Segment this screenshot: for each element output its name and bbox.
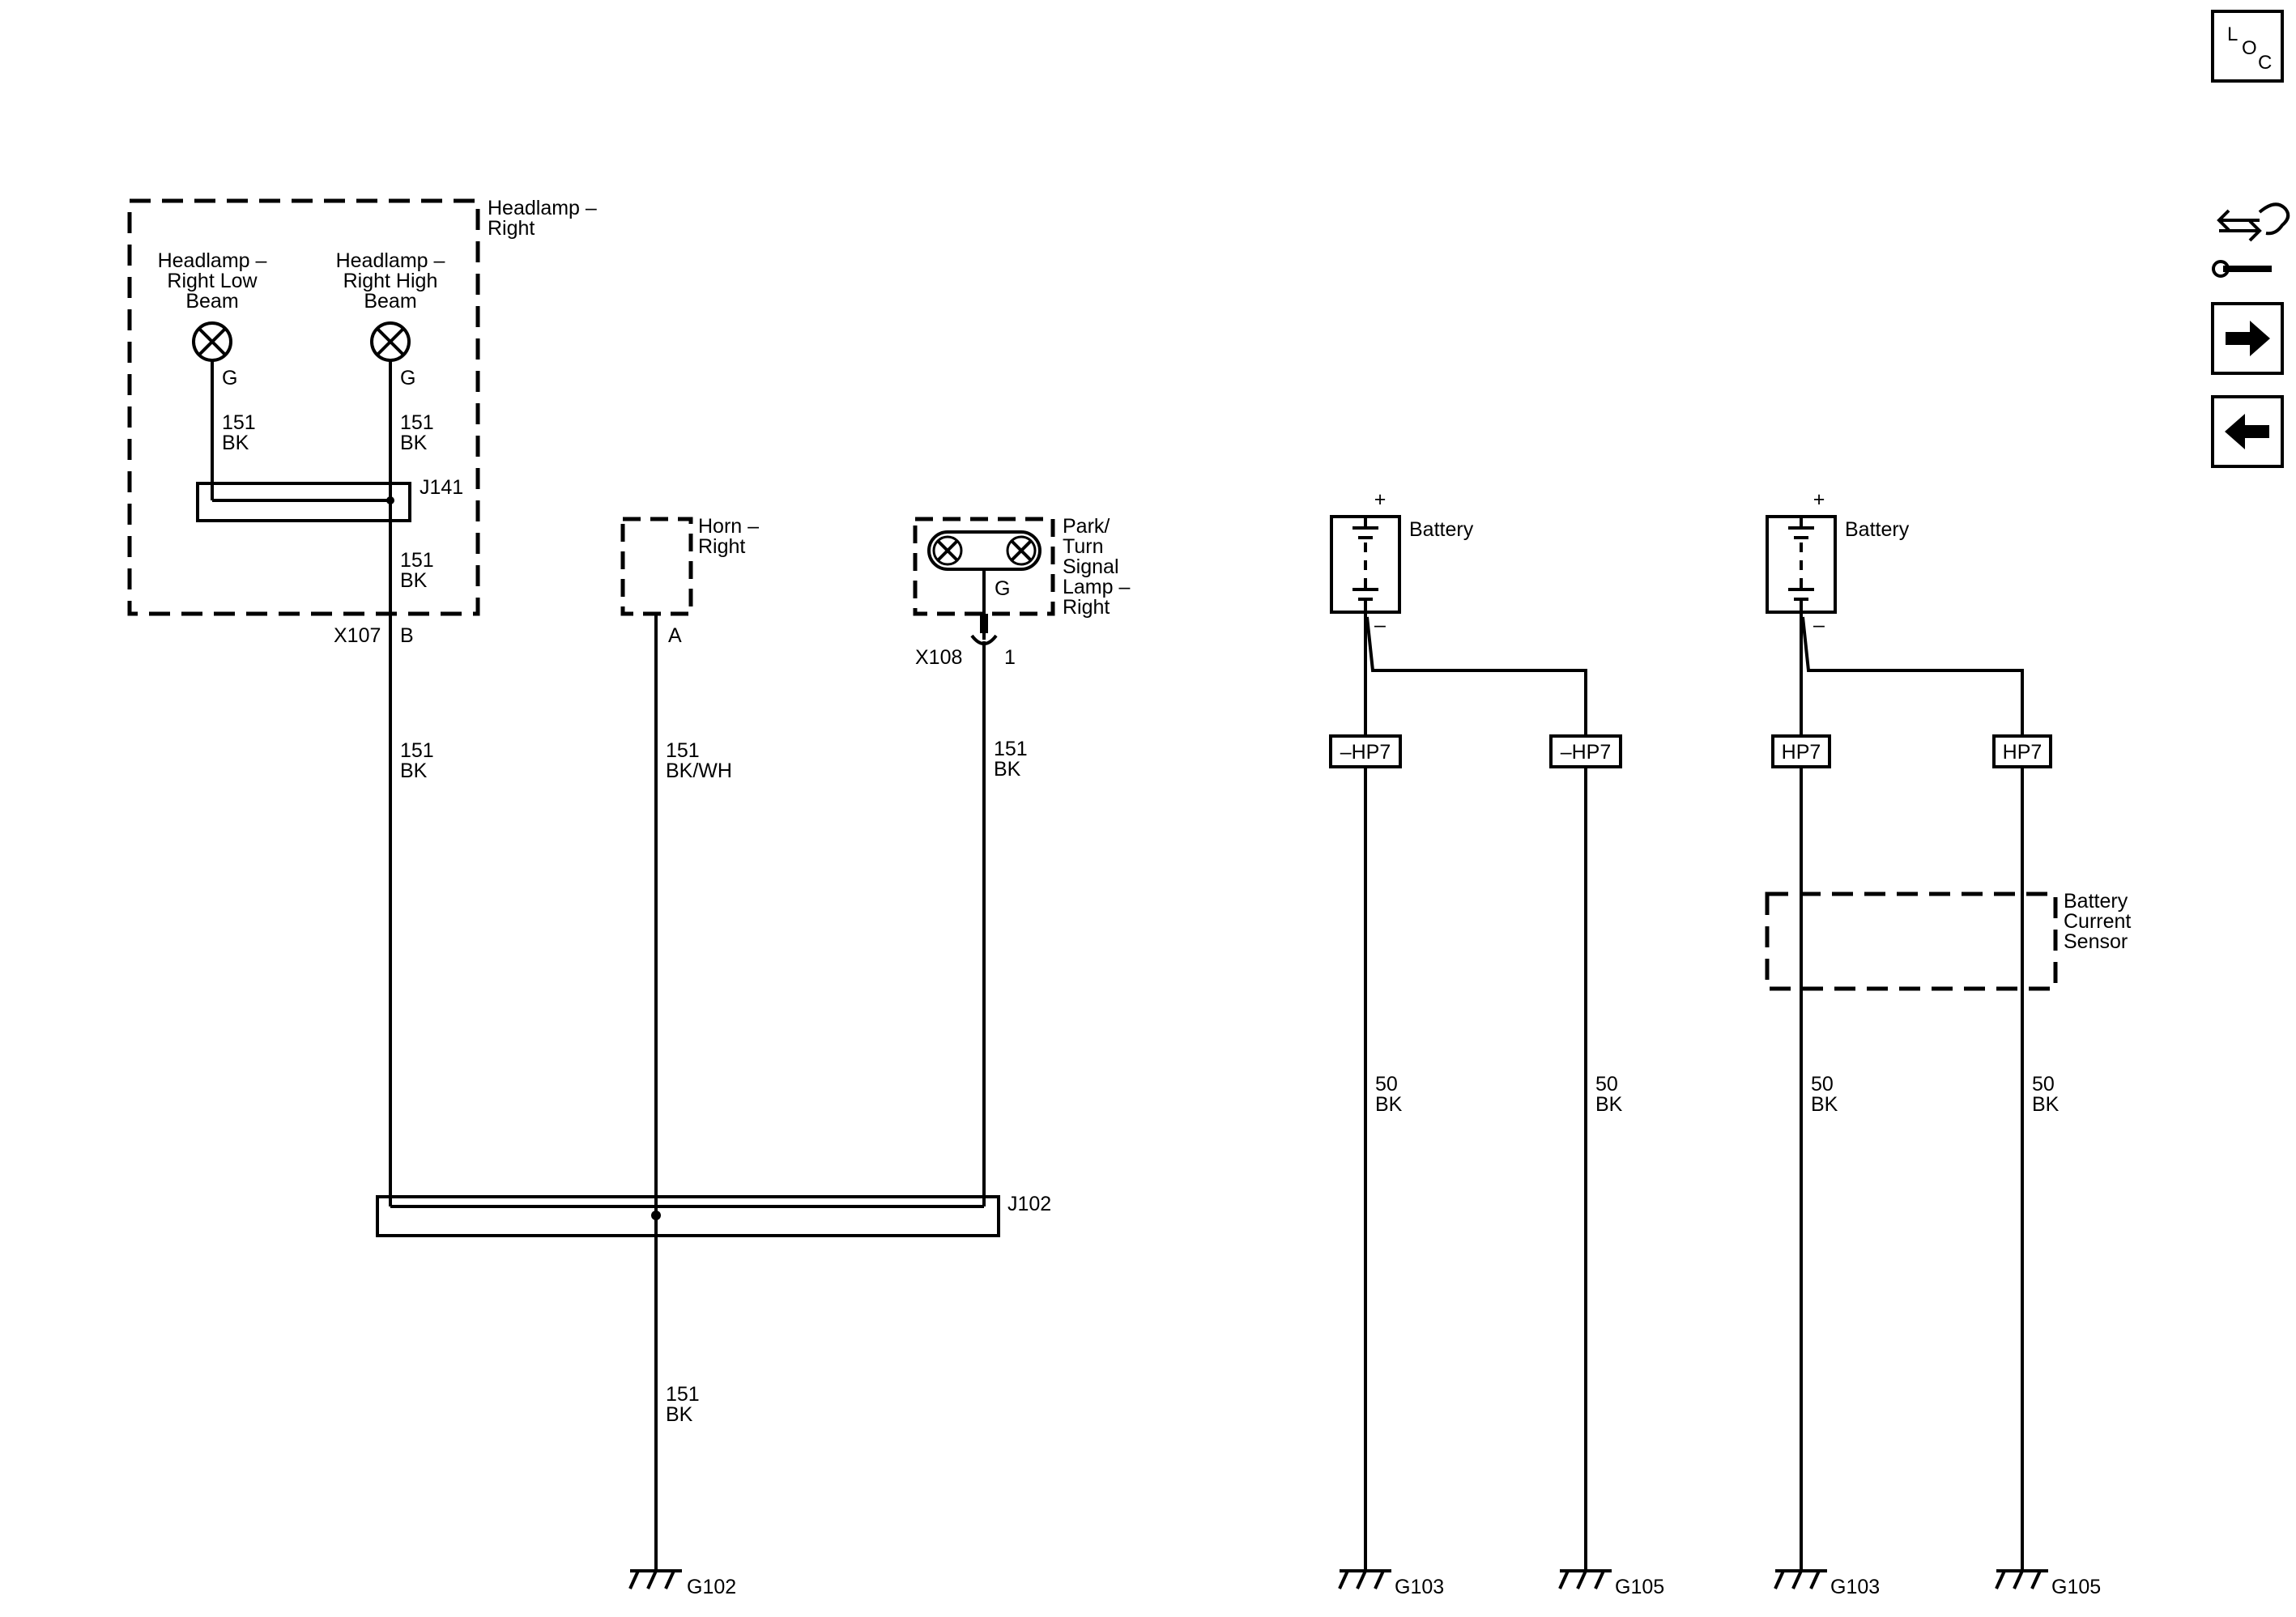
- battery-b-minus: –: [1813, 614, 1825, 636]
- ground-g105-b-label: G105: [2051, 1576, 2101, 1598]
- splice-out-wire-gauge: 151: [400, 549, 434, 572]
- connector-x108: X108: [915, 646, 962, 669]
- splice-j141-label: J141: [420, 476, 463, 499]
- park-lamp-label-1: Park/: [1063, 515, 1110, 538]
- battery-a-cell-icon: [1352, 517, 1378, 612]
- high-beam-lamp-icon: [370, 321, 411, 362]
- battery-current-sensor: Battery Current Sensor: [1765, 890, 2131, 991]
- g102-wire-gauge: 151: [666, 1383, 700, 1406]
- battery-a-pass-through-left: –HP7: [1329, 734, 1402, 768]
- loc-letter-c: C: [2258, 52, 2272, 74]
- battery-a: + Battery –: [1330, 488, 1474, 636]
- park-lamp-label-3: Signal: [1063, 555, 1119, 578]
- splice-out-wire-color: BK: [400, 569, 428, 592]
- park-turn-signal-lamp-right: G Park/ Turn Signal Lamp – Right: [913, 515, 1130, 640]
- battery-b-right-wire-color: BK: [2032, 1093, 2060, 1116]
- ground-g105-b-icon: [1995, 1569, 2048, 1589]
- arrow-right-icon[interactable]: [2211, 302, 2284, 375]
- splice-j102: [376, 1195, 1000, 1237]
- horn-wire-gauge: 151: [666, 739, 700, 762]
- low-beam-wire-color: BK: [222, 432, 249, 454]
- sensor-label-3: Sensor: [2064, 930, 2128, 953]
- low-beam-label-3: Beam: [185, 290, 238, 313]
- low-beam-pin: G: [222, 367, 237, 389]
- connector-x107-pin: B: [400, 624, 414, 647]
- low-beam-wire-gauge: 151: [222, 411, 256, 434]
- low-beam-label-1: Headlamp –: [158, 249, 267, 272]
- ground-g102-label: G102: [687, 1576, 736, 1598]
- battery-a-plus: +: [1374, 488, 1387, 511]
- g102-wire-color: BK: [666, 1403, 693, 1426]
- headlamp-run-wire-color: BK: [400, 760, 428, 782]
- battery-a-left-wire-color: BK: [1375, 1093, 1403, 1116]
- ground-g102-icon: [628, 1569, 682, 1589]
- headlamp-run-wire-gauge: 151: [400, 739, 434, 762]
- park-lamp-wire-gauge: 151: [994, 738, 1028, 760]
- svg-text:HP7: HP7: [2003, 741, 2043, 764]
- loc-letter-l: L: [2227, 23, 2238, 45]
- ground-g103-a-label: G103: [1395, 1576, 1444, 1598]
- low-beam-label-2: Right Low: [167, 270, 258, 292]
- battery-a-right-wire-color: BK: [1595, 1093, 1623, 1116]
- high-beam-label-3: Beam: [364, 290, 416, 313]
- park-lamp-wire-color: BK: [994, 758, 1021, 781]
- svg-text:HP7: HP7: [1782, 741, 1821, 764]
- battery-b-pass-through-right: HP7: [1992, 734, 2052, 768]
- wrench-hand-icon[interactable]: [2212, 202, 2290, 278]
- battery-a-right-wire-gauge: 50: [1595, 1073, 1618, 1096]
- battery-b-wires: [1800, 612, 2024, 1571]
- ground-g105-a-label: G105: [1615, 1576, 1664, 1598]
- sensor-label-2: Current: [2064, 910, 2131, 933]
- headlamp-assembly-title-1: Headlamp –: [488, 197, 597, 219]
- battery-a-wires: [1364, 612, 1587, 1571]
- high-beam-pin: G: [400, 367, 415, 389]
- battery-b-label: Battery: [1845, 518, 1910, 541]
- high-beam-wire-gauge: 151: [400, 411, 434, 434]
- connector-x108-pin: 1: [1004, 646, 1016, 669]
- arrow-left-icon[interactable]: [2211, 395, 2284, 468]
- sensor-label-1: Battery: [2064, 890, 2128, 913]
- ground-g105-a-icon: [1558, 1569, 1612, 1589]
- ground-g103-a-icon: [1338, 1569, 1391, 1589]
- park-lamp-label-2: Turn: [1063, 535, 1103, 558]
- battery-b-right-wire-gauge: 50: [2032, 1073, 2055, 1096]
- park-lamp-icon: [932, 535, 963, 566]
- park-lamp-label-4: Lamp –: [1063, 576, 1130, 598]
- battery-a-minus: –: [1374, 614, 1386, 636]
- svg-text:–HP7: –HP7: [1340, 741, 1391, 764]
- battery-b-cell-icon: [1788, 517, 1814, 612]
- splice-j102-label: J102: [1007, 1193, 1051, 1215]
- park-lamp-label-5: Right: [1063, 596, 1110, 619]
- high-beam-label-2: Right High: [343, 270, 438, 292]
- battery-a-label: Battery: [1409, 518, 1474, 541]
- horn-wire-color: BK/WH: [666, 760, 732, 782]
- splice-j141: [196, 482, 411, 522]
- low-beam-lamp-icon: [192, 321, 232, 362]
- headlamp-assembly-title-2: Right: [488, 217, 535, 240]
- turn-lamp-icon: [1006, 535, 1037, 566]
- loc-letter-o: O: [2242, 37, 2257, 59]
- svg-text:–HP7: –HP7: [1561, 741, 1612, 764]
- battery-b-plus: +: [1813, 488, 1825, 511]
- battery-b-left-wire-gauge: 50: [1811, 1073, 1834, 1096]
- battery-a-left-wire-gauge: 50: [1375, 1073, 1398, 1096]
- battery-b-left-wire-color: BK: [1811, 1093, 1838, 1116]
- horn-label-2: Right: [698, 535, 745, 558]
- horn-label-1: Horn –: [698, 515, 759, 538]
- high-beam-label-1: Headlamp –: [336, 249, 445, 272]
- headlamp-right-assembly: Headlamp – Right Headlamp – Right Low Be…: [127, 197, 597, 647]
- ground-g103-b-label: G103: [1830, 1576, 1880, 1598]
- connector-x107: X107: [334, 624, 381, 647]
- loc-icon[interactable]: L O C: [2211, 10, 2284, 83]
- high-beam-wire-color: BK: [400, 432, 428, 454]
- horn-pin: A: [668, 624, 682, 647]
- battery-b-pass-through-left: HP7: [1771, 734, 1831, 768]
- park-lamp-pin: G: [995, 577, 1010, 600]
- ground-g103-b-icon: [1774, 1569, 1827, 1589]
- horn-right: Horn – Right A: [620, 515, 759, 647]
- battery-a-pass-through-right: –HP7: [1549, 734, 1622, 768]
- battery-b: + Battery –: [1766, 488, 1910, 636]
